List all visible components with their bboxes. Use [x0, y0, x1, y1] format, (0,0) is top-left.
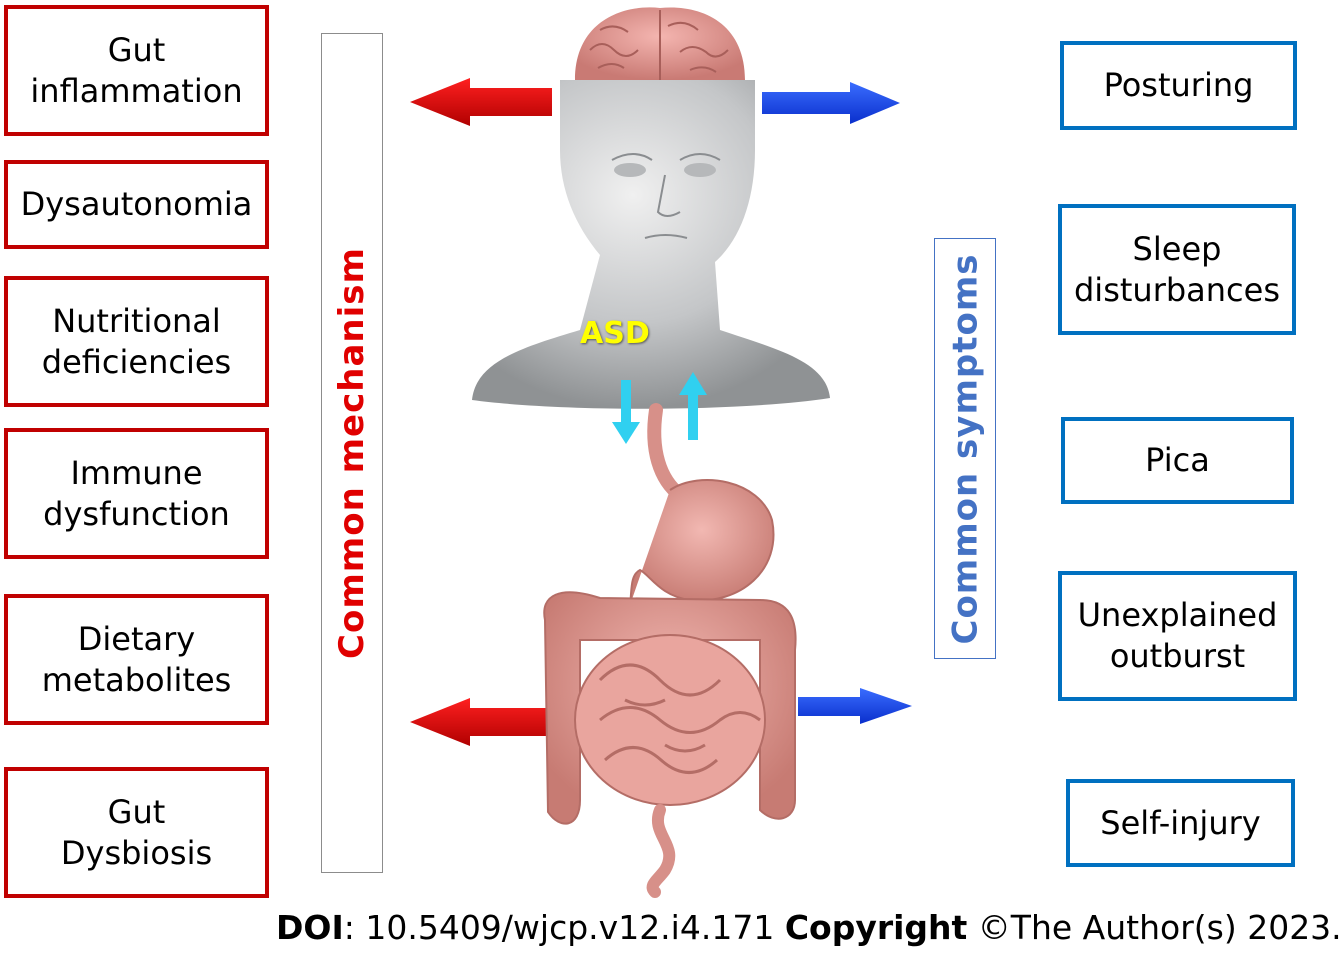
common-symptoms-bar: Common symptoms — [934, 238, 996, 659]
symptom-box-pica: Pica — [1061, 417, 1294, 504]
symptom-box-posturing: Posturing — [1060, 41, 1297, 130]
mechanism-box-dietary-metabolites: Dietary metabolites — [4, 594, 269, 725]
brain-icon — [575, 7, 745, 80]
cyan-arrow-down — [612, 380, 640, 444]
gut-brain-illustration — [410, 7, 912, 898]
asd-label: ASD — [580, 316, 650, 351]
symptom-label: Self-injury — [1100, 803, 1261, 842]
doi-copyright-footer: DOI: 10.5409/wjcp.v12.i4.171 Copyright ©… — [276, 908, 1342, 947]
mechanism-label: Nutritional deficiencies — [41, 301, 232, 381]
copyright-value: ©The Author(s) 2023. — [967, 908, 1342, 947]
mechanism-label: Dietary metabolites — [41, 619, 232, 699]
symptom-box-self-injury: Self-injury — [1066, 779, 1295, 867]
symptom-label: Posturing — [1103, 66, 1254, 104]
red-arrow-lower — [410, 698, 572, 746]
mechanism-label: Gut Dysbiosis — [60, 792, 213, 872]
mechanism-box-gut-inflammation: Gut inflammation — [4, 5, 269, 136]
common-mechanism-bar: Common mechanism — [321, 33, 383, 873]
mechanism-box-gut-dysbiosis: Gut Dysbiosis — [4, 767, 269, 898]
symptom-label: Unexplained outburst — [1077, 596, 1278, 675]
symptom-box-sleep-disturbances: Sleep disturbances — [1058, 204, 1296, 335]
mechanism-label: Immune dysfunction — [43, 453, 230, 533]
doi-value: : 10.5409/wjcp.v12.i4.171 — [343, 908, 785, 947]
mechanism-box-dysautonomia: Dysautonomia — [4, 160, 269, 249]
blue-arrow-lower — [798, 688, 912, 724]
mechanism-box-immune-dysfunction: Immune dysfunction — [4, 428, 269, 559]
intestines-icon — [543, 591, 797, 898]
blue-arrow-upper — [762, 82, 900, 124]
doi-label: DOI — [276, 908, 344, 947]
cyan-arrow-up — [679, 372, 707, 440]
symptom-box-unexplained-outburst: Unexplained outburst — [1058, 571, 1297, 701]
symptom-label: Sleep disturbances — [1073, 229, 1280, 309]
copyright-label: Copyright — [784, 908, 968, 947]
red-arrow-upper — [410, 78, 552, 126]
mechanism-label: Gut inflammation — [30, 30, 243, 110]
mechanism-box-nutritional-deficiencies: Nutritional deficiencies — [4, 276, 269, 407]
stomach-icon — [629, 403, 775, 606]
mechanism-label: Dysautonomia — [20, 185, 253, 223]
head-icon — [472, 80, 830, 409]
symptom-label: Pica — [1145, 441, 1210, 479]
